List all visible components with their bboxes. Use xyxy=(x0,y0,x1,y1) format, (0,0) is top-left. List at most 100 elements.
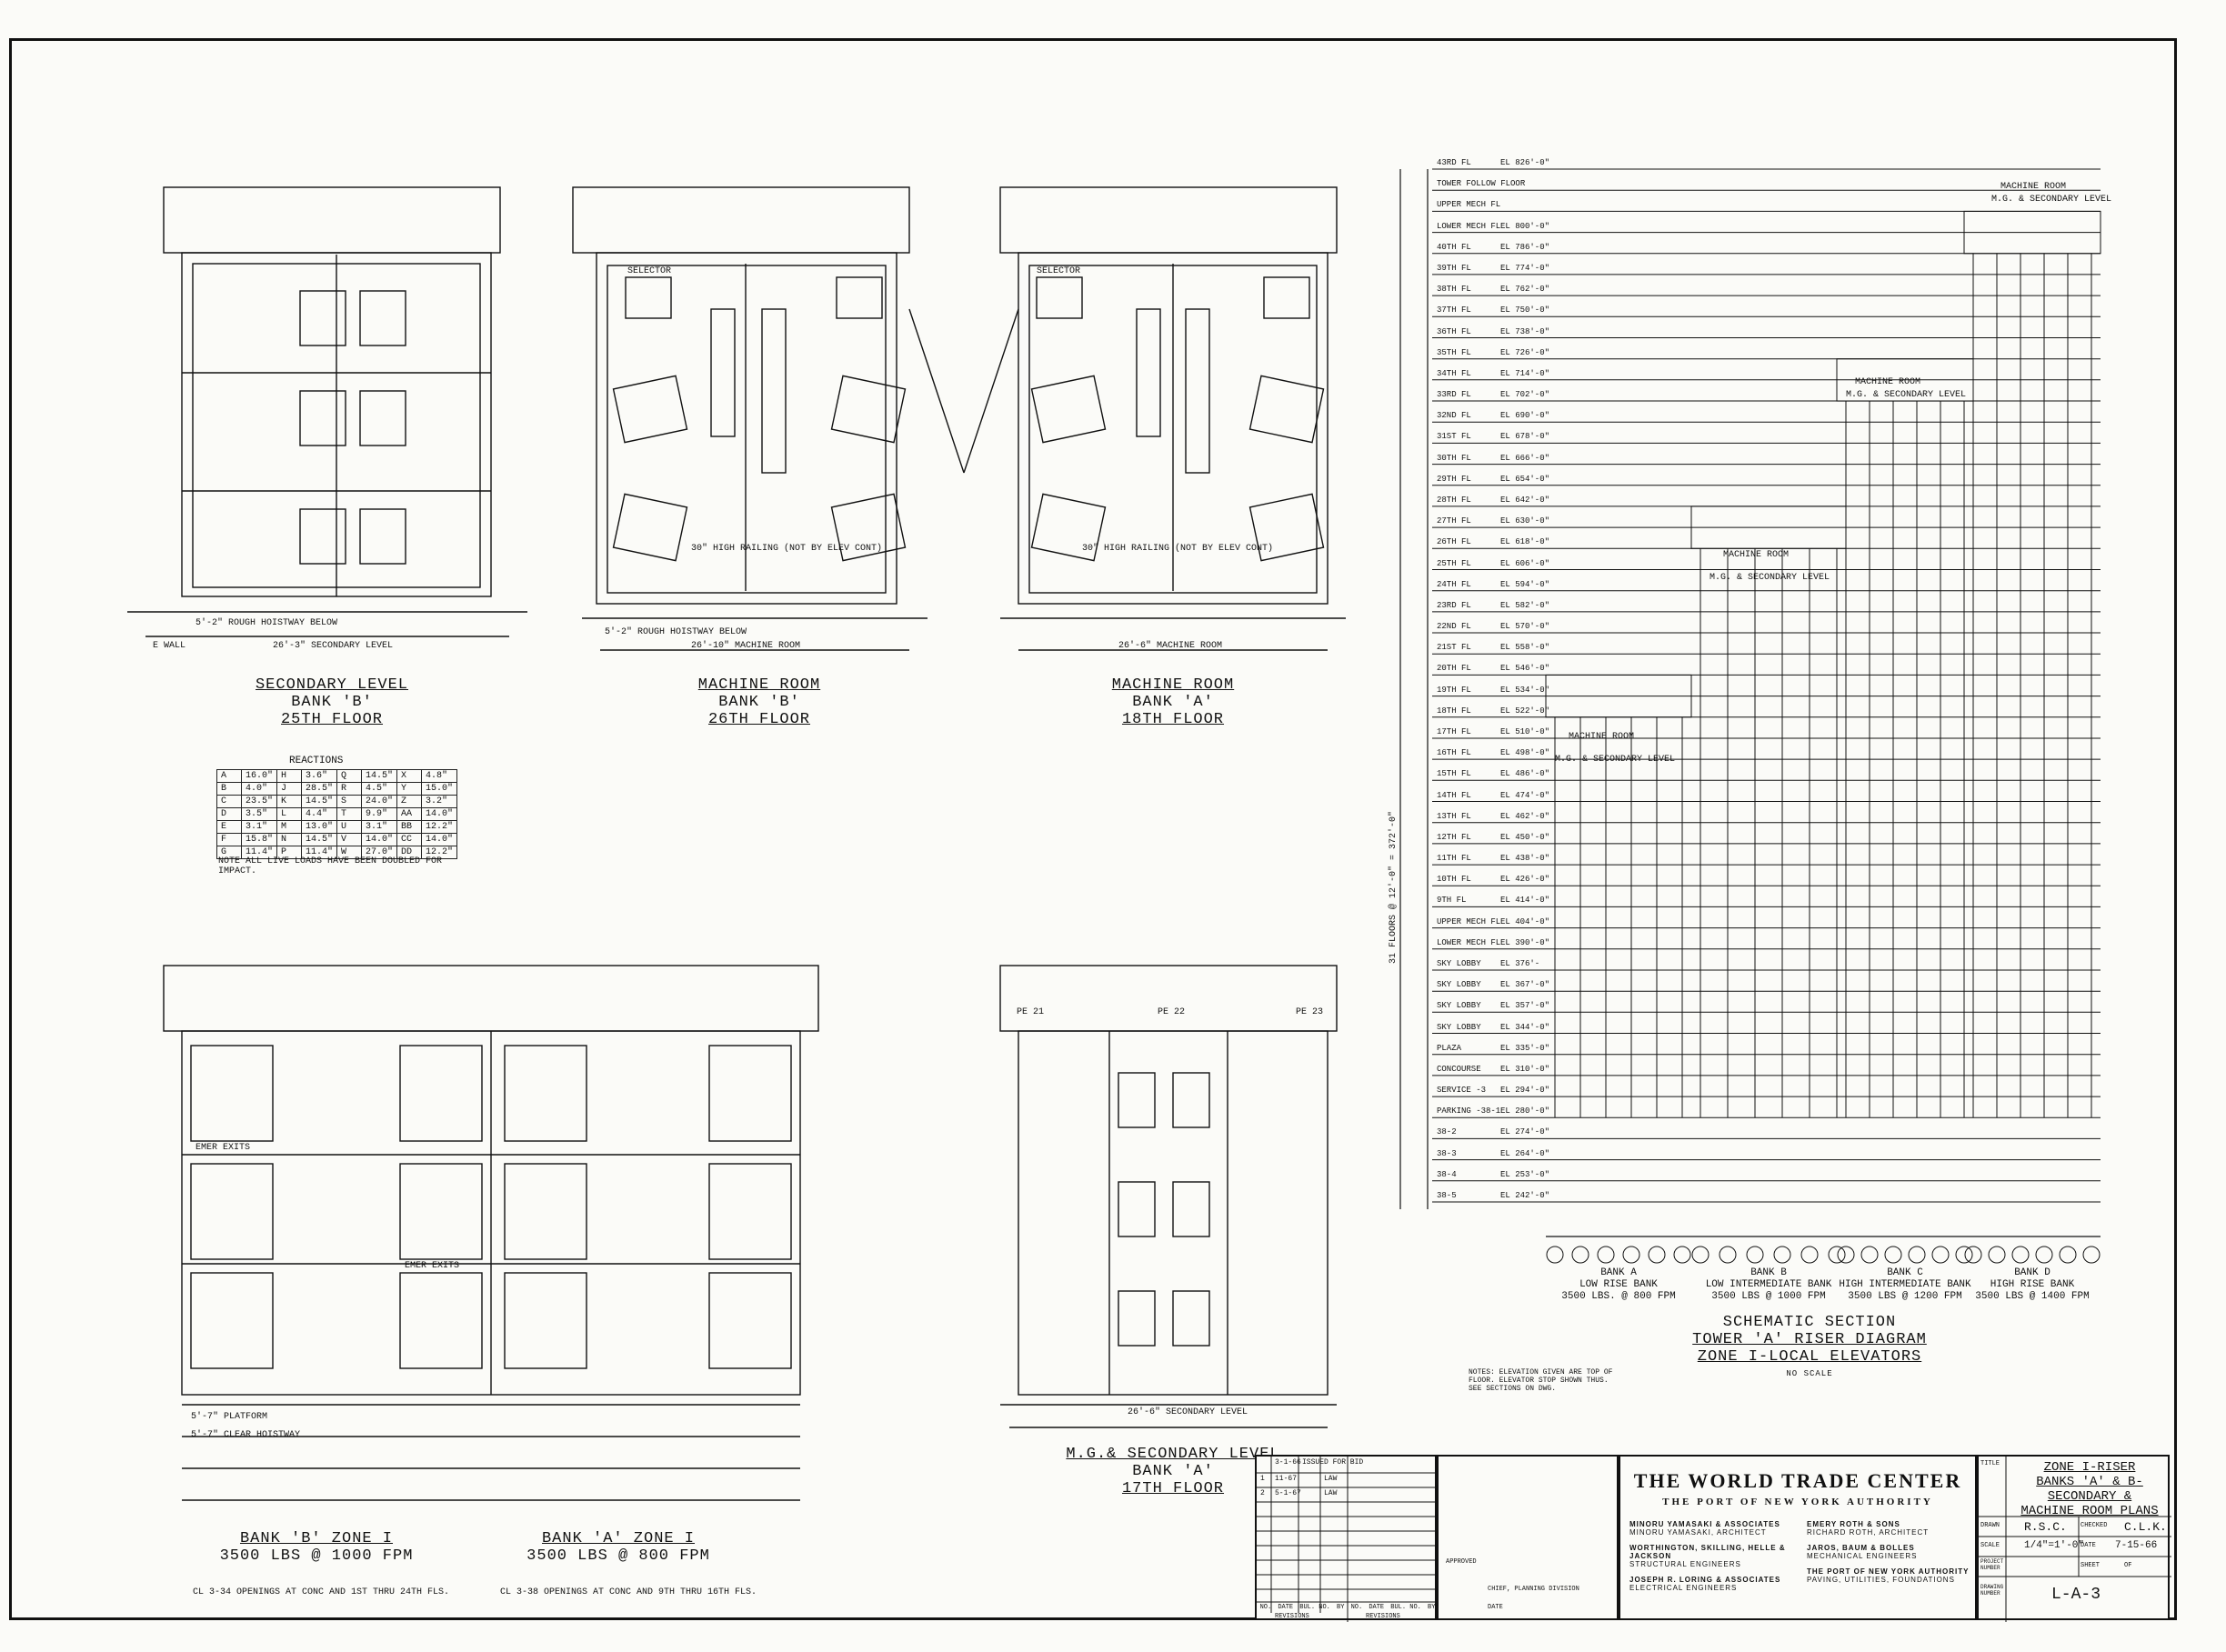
rev-header: BY xyxy=(1428,1604,1436,1611)
section-floor-name: 43RD FL xyxy=(1437,158,1471,167)
section-floor-name: PARKING -38-1 xyxy=(1437,1106,1501,1116)
reactions-cell: 24.0" xyxy=(361,795,398,808)
reactions-cell: 12.2" xyxy=(421,846,458,859)
section-floor-elevation: EL 558'-0" xyxy=(1500,643,1550,653)
section-floor-elevation: EL 280'-0" xyxy=(1500,1106,1550,1116)
rev-row-1-by: LAW xyxy=(1324,1475,1338,1483)
sheet-label: SHEET xyxy=(2081,1562,2101,1569)
drawing-number-label: DRAWING NUMBER xyxy=(1980,1584,2004,1597)
section-floor-name: 13TH FL xyxy=(1437,811,1471,821)
reactions-cell: D xyxy=(216,807,242,821)
reactions-cell: CC xyxy=(396,833,423,846)
section-floor-name: TOWER FOLLOW FLOOR xyxy=(1437,179,1526,189)
reactions-cell: Y xyxy=(396,782,423,796)
firm-line: STRUCTURAL ENGINEERS xyxy=(1629,1560,1741,1568)
section-floor-elevation: EL 630'-0" xyxy=(1500,516,1550,526)
reactions-cell: W xyxy=(336,846,363,859)
title-block: THE WORLD TRADE CENTER THE PORT OF NEW Y… xyxy=(1619,1455,1977,1620)
reactions-cell: 3.1" xyxy=(361,820,398,834)
reactions-cell: 14.5" xyxy=(361,769,398,783)
section-floor-elevation: EL 376'- xyxy=(1500,959,1540,968)
reactions-cell: B xyxy=(216,782,242,796)
plan-secondary-b-drawing xyxy=(127,186,527,637)
reactions-cell: 4.4" xyxy=(301,807,338,821)
section-floor-name: CONCOURSE xyxy=(1437,1064,1481,1074)
section-floor-name: PLAZA xyxy=(1437,1043,1462,1053)
rev-row-1-date: 11-67 xyxy=(1275,1475,1298,1483)
plan-name: MACHINE ROOM xyxy=(1111,676,1235,694)
section-floor-name: 39TH FL xyxy=(1437,263,1471,273)
section-floor-elevation: EL 666'-0" xyxy=(1500,453,1550,463)
reactions-cell: 9.9" xyxy=(361,807,398,821)
section-floor-elevation: EL 774'-0" xyxy=(1500,263,1550,273)
plan-title-mg-secondary-a: M.G.& SECONDARY LEVEL BANK 'A' 17TH FLOO… xyxy=(1064,1446,1282,1497)
note-bottom-2: CL 3-38 OPENINGS AT CONC AND 9TH THRU 16… xyxy=(500,1587,757,1597)
section-car-marker xyxy=(1691,1246,1710,1264)
section-floor-name: 15TH FL xyxy=(1437,769,1471,779)
section-floor-name: 10TH FL xyxy=(1437,875,1471,885)
section-floor-name: 29TH FL xyxy=(1437,474,1471,484)
note-bottom-1: CL 3-34 OPENINGS AT CONC AND 1ST THRU 24… xyxy=(193,1587,450,1597)
section-floor-elevation: EL 618'-0" xyxy=(1500,537,1550,547)
plan-bank: BANK 'B' xyxy=(291,694,373,711)
section-floor-elevation: EL 462'-0" xyxy=(1500,811,1550,821)
reactions-cell: 11.4" xyxy=(301,846,338,859)
reactions-cell: 11.4" xyxy=(240,846,278,859)
plan-machine-a-drawing xyxy=(999,186,1346,651)
reactions-cell: V xyxy=(336,833,363,846)
approved-label: APPROVED xyxy=(1446,1558,1477,1566)
reactions-cell: 14.0" xyxy=(421,807,458,821)
reactions-cell: P xyxy=(276,846,303,859)
reactions-cell: AA xyxy=(396,807,423,821)
plan-name: MACHINE ROOM xyxy=(697,676,821,694)
reactions-cell: 14.0" xyxy=(361,833,398,846)
section-car-marker xyxy=(1546,1246,1564,1264)
firm-line: JOSEPH R. LORING & ASSOCIATES xyxy=(1629,1576,1781,1584)
reactions-cell: 27.0" xyxy=(361,846,398,859)
firms-left: MINORU YAMASAKI & ASSOCIATES MINORU YAMA… xyxy=(1629,1520,1793,1592)
section-car-marker xyxy=(1964,1246,1982,1264)
reactions-note: NOTE ALL LIVE LOADS HAVE BEEN DOUBLED FO… xyxy=(218,856,443,876)
section-machine-room-top: MACHINE ROOM xyxy=(2000,182,2067,192)
reactions-cell: 23.5" xyxy=(240,795,278,808)
section-car-marker xyxy=(1955,1246,1973,1264)
chief-label: CHIEF, PLANNING DIVISION xyxy=(1488,1586,1579,1593)
reactions-cell: 4.5" xyxy=(361,782,398,796)
section-floor-elevation: EL 678'-0" xyxy=(1500,432,1550,442)
plan-name: BANK 'B' ZONE I xyxy=(239,1530,394,1547)
drawn-label: DRAWN xyxy=(1980,1522,2000,1529)
section-floor-elevation: EL 367'-0" xyxy=(1500,980,1550,990)
section-car-marker xyxy=(1648,1246,1666,1264)
section-floor-elevation: EL 702'-0" xyxy=(1500,390,1550,399)
note-emer-exits-2: EMER EXITS xyxy=(405,1261,460,1271)
section-floor-elevation: EL 498'-0" xyxy=(1500,748,1550,758)
section-floor-elevation: EL 546'-0" xyxy=(1500,664,1550,674)
firm-line: PAVING, UTILITIES, FOUNDATIONS xyxy=(1807,1576,1955,1584)
firm-line: MINORU YAMASAKI & ASSOCIATES xyxy=(1629,1520,1780,1528)
plan-floor: 25TH FLOOR xyxy=(280,711,384,728)
reactions-cell: 15.0" xyxy=(421,782,458,796)
section-floor-name: 38-3 xyxy=(1437,1148,1457,1158)
section-floor-name: 38-4 xyxy=(1437,1169,1457,1179)
firm-line: MECHANICAL ENGINEERS xyxy=(1807,1552,1918,1560)
section-floor-elevation: EL 594'-0" xyxy=(1500,579,1550,589)
plan-bank: BANK 'A' xyxy=(1132,694,1214,711)
section-bank-name: BANK C xyxy=(1887,1267,1923,1278)
rev-footer-right: REVISIONS xyxy=(1366,1613,1400,1620)
section-car-marker xyxy=(1673,1246,1691,1264)
plan-title-bank-a-zone: BANK 'A' ZONE I 3500 LBS @ 800 FPM xyxy=(518,1530,718,1565)
section-car-marker xyxy=(1571,1246,1589,1264)
section-floor-name: LOWER MECH FL xyxy=(1437,937,1501,947)
section-floor-elevation: EL 253'-0" xyxy=(1500,1169,1550,1179)
date-label: DATE xyxy=(1488,1604,1503,1611)
note-e-wall: E WALL xyxy=(153,641,186,651)
section-floor-elevation: EL 654'-0" xyxy=(1500,474,1550,484)
section-zone: ZONE I-LOCAL ELEVATORS xyxy=(1697,1348,1922,1366)
section-floor-name: 36TH FL xyxy=(1437,326,1471,336)
section-floor-elevation: EL 357'-0" xyxy=(1500,1001,1550,1011)
